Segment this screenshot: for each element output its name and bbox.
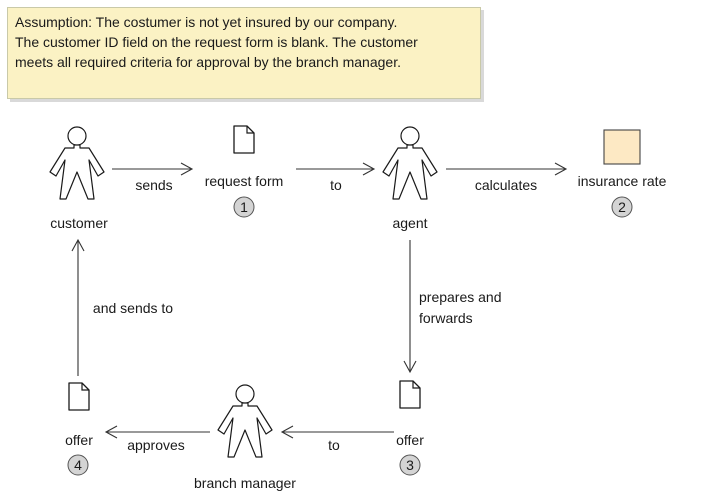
step-badge-1: 1 bbox=[233, 196, 255, 218]
svg-text:1: 1 bbox=[240, 199, 248, 215]
offer-label-agent: offer bbox=[396, 432, 424, 448]
request-form-label: request form bbox=[205, 173, 284, 189]
insurance-rate-label: insurance rate bbox=[578, 173, 667, 189]
document-icon bbox=[68, 382, 90, 411]
flow-request-form-to-agent bbox=[296, 162, 376, 176]
flow-agent-to-offer bbox=[403, 240, 417, 374]
flow-branch-manager-to-offer bbox=[104, 425, 210, 439]
flow-label-and-sends-to: and sends to bbox=[93, 300, 173, 316]
flow-label-approves: approves bbox=[127, 437, 185, 453]
agent-label: agent bbox=[392, 215, 427, 231]
step-badge-2: 2 bbox=[611, 196, 633, 218]
note-line-3: meets all required criteria for approval… bbox=[15, 54, 401, 70]
flow-label-prepares-line-1: prepares and bbox=[419, 289, 502, 305]
note-line-2: The customer ID field on the request for… bbox=[15, 34, 418, 50]
flow-offer-to-branch-manager bbox=[280, 425, 394, 439]
request-form-artifact: request form 1 bbox=[205, 125, 284, 218]
flow-label-to-manager: to bbox=[328, 437, 340, 453]
offer-artifact-agent: offer 3 bbox=[396, 380, 424, 476]
flow-label-calculates: calculates bbox=[475, 177, 537, 193]
flow-label-sends: sends bbox=[135, 177, 172, 193]
flow-label-to-agent: to bbox=[330, 177, 342, 193]
flow-offer-to-customer bbox=[71, 238, 85, 376]
document-icon bbox=[399, 380, 421, 409]
flow-customer-to-request-form bbox=[112, 162, 194, 176]
document-icon bbox=[233, 125, 255, 154]
assumption-note: Assumption: The costumer is not yet insu… bbox=[7, 7, 481, 99]
offer-artifact-customer: offer 4 bbox=[65, 382, 93, 476]
customer-label: customer bbox=[50, 215, 108, 231]
rate-box-icon bbox=[603, 129, 641, 165]
agent-actor: agent bbox=[382, 126, 438, 231]
branch-manager-actor: branch manager bbox=[194, 384, 296, 491]
offer-label-customer: offer bbox=[65, 432, 93, 448]
note-line-1: Assumption: The costumer is not yet insu… bbox=[15, 14, 398, 30]
flow-label-prepares-line-2: forwards bbox=[419, 310, 473, 326]
flow-agent-to-insurance-rate bbox=[446, 162, 568, 176]
branch-manager-label: branch manager bbox=[194, 475, 296, 491]
insurance-rate-artifact: insurance rate 2 bbox=[578, 129, 667, 218]
svg-text:2: 2 bbox=[618, 199, 626, 215]
svg-text:4: 4 bbox=[74, 457, 82, 473]
step-badge-4: 4 bbox=[67, 454, 89, 476]
customer-actor: customer bbox=[49, 126, 108, 231]
step-badge-3: 3 bbox=[399, 454, 421, 476]
svg-text:3: 3 bbox=[406, 457, 414, 473]
